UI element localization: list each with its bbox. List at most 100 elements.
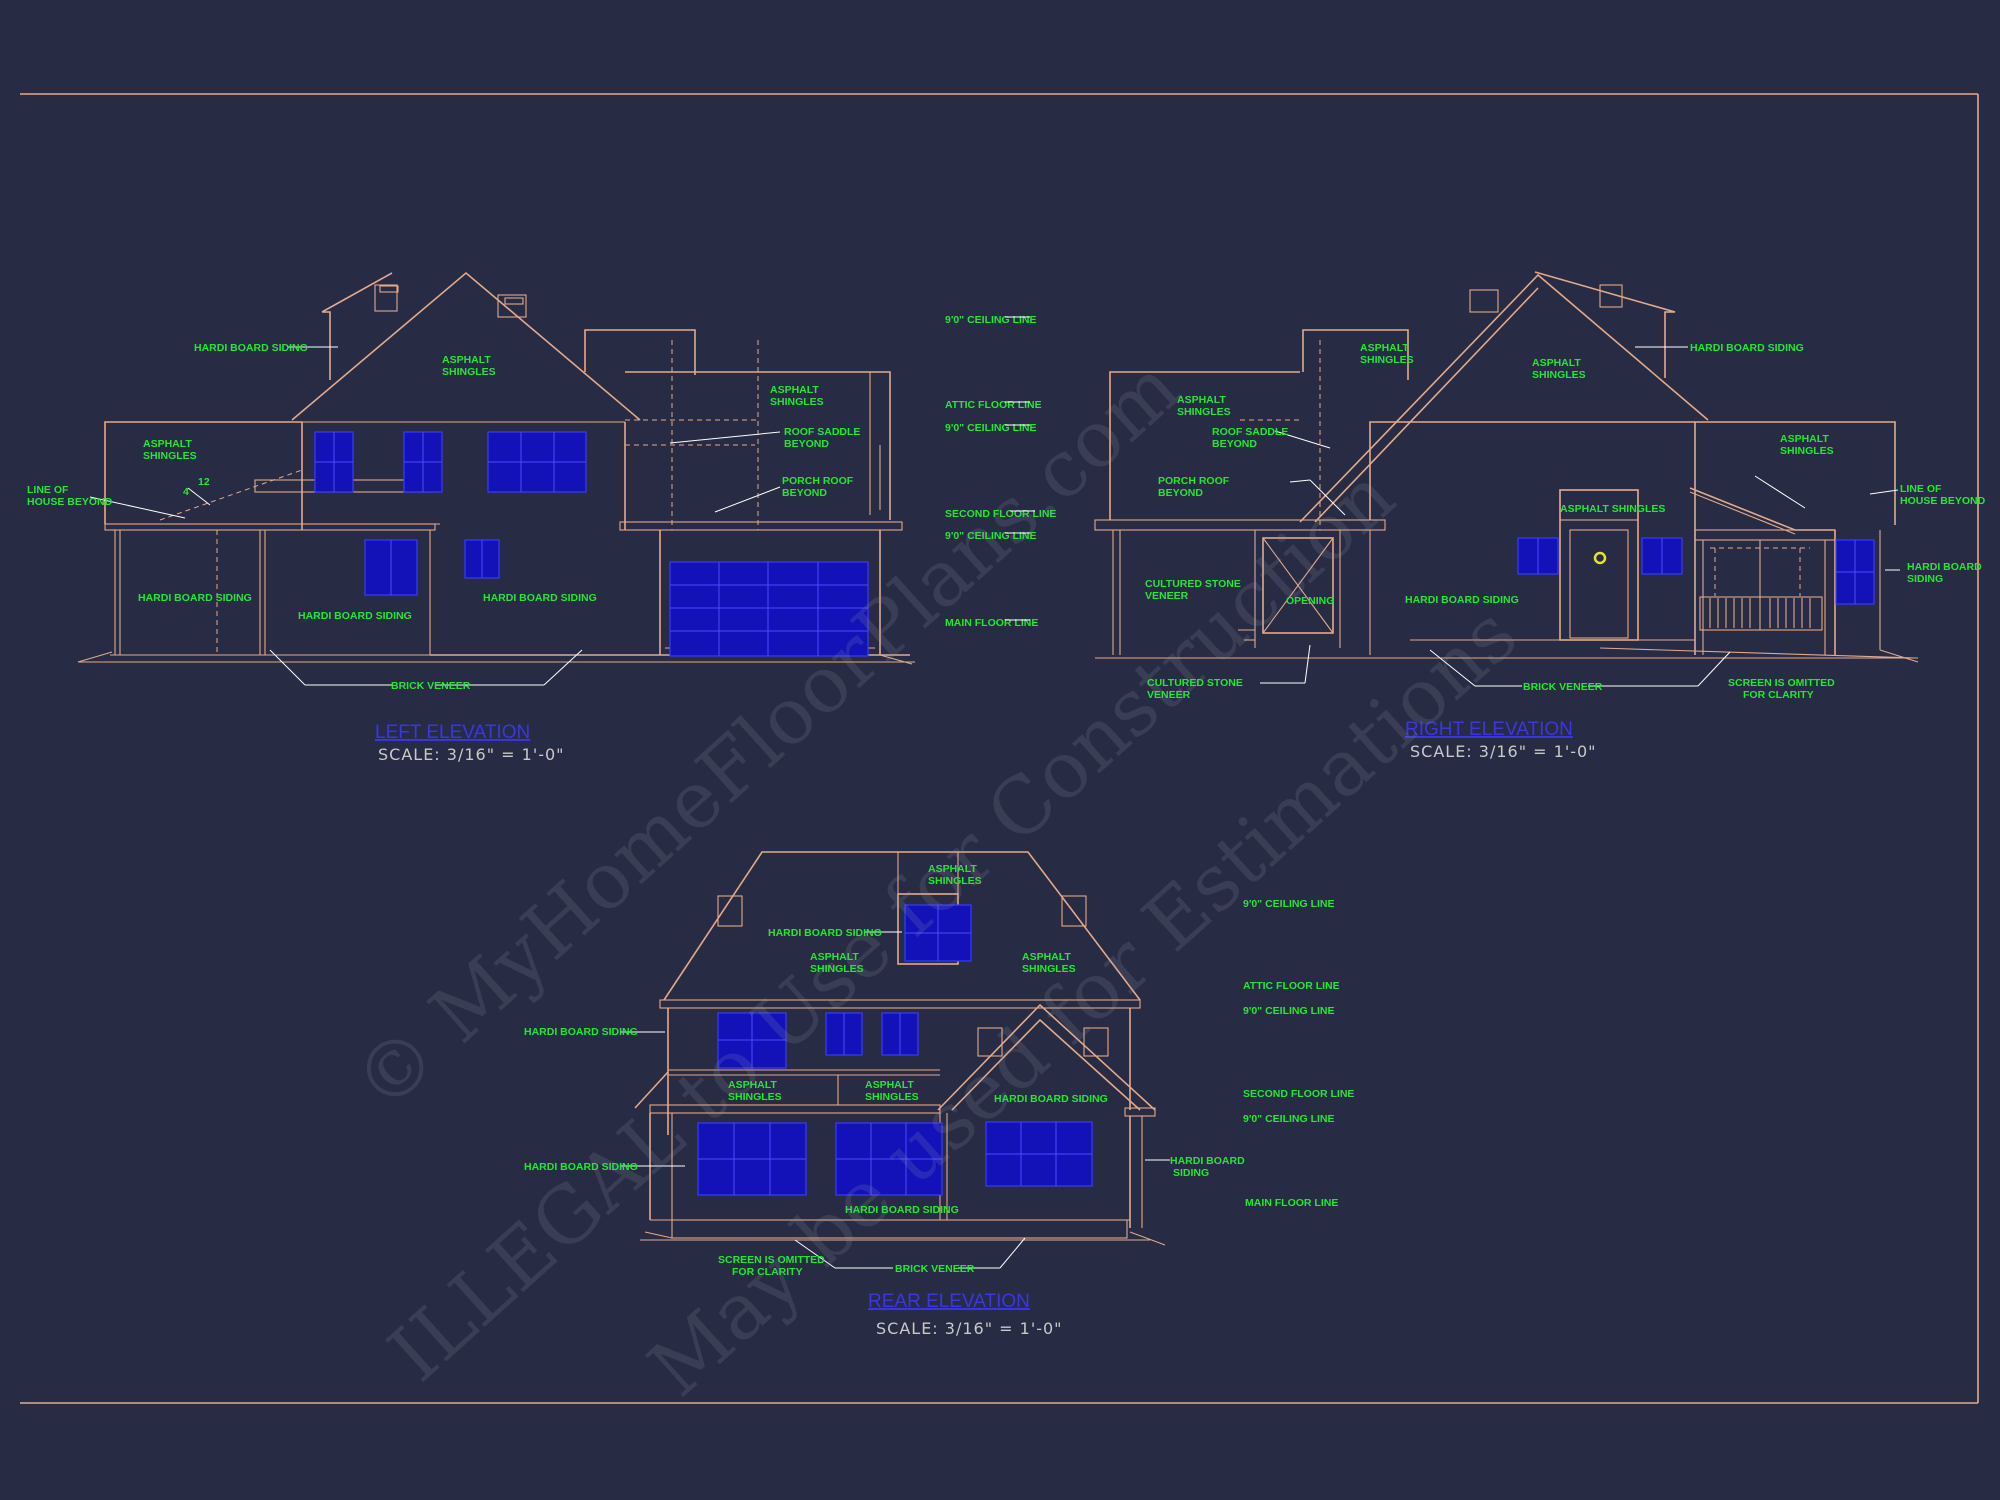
- level-lines-upper: 9'0" CEILING LINE ATTIC FLOOR LINE 9'0" …: [945, 314, 1056, 629]
- label-attic-floor-line: ATTIC FLOOR LINE: [945, 399, 1042, 411]
- label-asphalt: ASPHALT: [770, 384, 819, 396]
- right-elevation-leaders: [1260, 346, 1900, 687]
- label-brick-veneer: BRICK VENEER: [391, 680, 471, 692]
- label-shingles: SHINGLES: [1532, 369, 1586, 381]
- window: [904, 904, 972, 962]
- label-ceiling-line: 9'0" CEILING LINE: [945, 314, 1037, 326]
- left-elevation-scale: SCALE: 3/16" = 1'-0": [378, 745, 565, 764]
- label-for-clarity: FOR CLARITY: [1743, 689, 1814, 701]
- label-asphalt: ASPHALT: [442, 354, 491, 366]
- label-ceiling-line: 9'0" CEILING LINE: [1243, 898, 1335, 910]
- label-shingles: SHINGLES: [1360, 354, 1414, 366]
- label-porch-roof: PORCH ROOF: [782, 475, 854, 487]
- label-cultured-stone: CULTURED STONE: [1145, 578, 1241, 590]
- label-hardi-board-siding: HARDI BOARD SIDING: [483, 592, 597, 604]
- porch-railing: [1709, 598, 1811, 628]
- label-line-of: LINE OF: [1900, 483, 1942, 495]
- right-elevation-windows: [1517, 537, 1875, 605]
- label-pitch-rise: 4: [183, 486, 189, 498]
- label-porch-roof: PORCH ROOF: [1158, 475, 1230, 487]
- rear-elevation-scale: SCALE: 3/16" = 1'-0": [876, 1319, 1063, 1338]
- label-asphalt: ASPHALT: [728, 1079, 777, 1091]
- label-house-beyond: HOUSE BEYOND: [27, 496, 113, 508]
- label-veneer: VENEER: [1147, 689, 1191, 701]
- label-hardi-board-siding: HARDI BOARD SIDING: [994, 1093, 1108, 1105]
- rear-elevation-leaders: [620, 931, 1170, 1269]
- right-elevation-drawing: [1094, 271, 1919, 663]
- label-asphalt: ASPHALT: [810, 951, 859, 963]
- label-beyond: BEYOND: [1158, 487, 1203, 499]
- label-hardi-board-siding: HARDI BOARD SIDING: [1405, 594, 1519, 606]
- left-elevation-title: LEFT ELEVATION: [375, 722, 530, 743]
- window: [697, 1122, 807, 1196]
- label-asphalt: ASPHALT: [1360, 342, 1409, 354]
- rear-elevation-annotations: ASPHALT SHINGLES HARDI BOARD SIDING ASPH…: [524, 863, 1245, 1278]
- label-hardi-board-siding: HARDI BOARD SIDING: [1690, 342, 1804, 354]
- label-hardi-board-siding: HARDI BOARD SIDING: [768, 927, 882, 939]
- label-for-clarity: FOR CLARITY: [732, 1266, 803, 1278]
- rear-elevation-drawing: [634, 851, 1166, 1246]
- label-line-of: LINE OF: [27, 484, 69, 496]
- label-asphalt: ASPHALT: [143, 438, 192, 450]
- label-shingles: SHINGLES: [810, 963, 864, 975]
- label-hardi-board: HARDI BOARD: [1907, 561, 1982, 573]
- label-shingles: SHINGLES: [442, 366, 496, 378]
- window: [403, 431, 443, 493]
- window: [881, 1012, 919, 1056]
- label-siding: SIDING: [1173, 1167, 1209, 1179]
- label-second-floor-line: SECOND FLOOR LINE: [1243, 1088, 1354, 1100]
- label-hardi-board-siding: HARDI BOARD SIDING: [298, 610, 412, 622]
- label-beyond: BEYOND: [784, 438, 829, 450]
- label-asphalt: ASPHALT: [1780, 433, 1829, 445]
- label-beyond: BEYOND: [1212, 438, 1257, 450]
- label-cultured-stone: CULTURED STONE: [1147, 677, 1243, 689]
- label-asphalt: ASPHALT: [1532, 357, 1581, 369]
- label-attic-floor-line: ATTIC FLOOR LINE: [1243, 980, 1340, 992]
- label-asphalt: ASPHALT: [928, 863, 977, 875]
- window: [1641, 537, 1683, 575]
- label-hardi-board-siding: HARDI BOARD SIDING: [524, 1026, 638, 1038]
- window: [364, 539, 418, 596]
- label-asphalt: ASPHALT: [865, 1079, 914, 1091]
- label-ceiling-line: 9'0" CEILING LINE: [945, 422, 1037, 434]
- label-roof-saddle: ROOF SADDLE: [784, 426, 860, 438]
- window: [717, 1012, 787, 1069]
- label-screen-is-omitted: SCREEN IS OMITTED: [1728, 677, 1835, 689]
- window: [835, 1122, 943, 1196]
- window: [1835, 539, 1875, 605]
- label-opening: OPENING: [1286, 595, 1334, 607]
- level-lines-rear: 9'0" CEILING LINE ATTIC FLOOR LINE 9'0" …: [1243, 898, 1354, 1209]
- label-asphalt-shingles: ASPHALT SHINGLES: [1560, 503, 1665, 515]
- label-shingles: SHINGLES: [865, 1091, 919, 1103]
- label-hardi-board-siding: HARDI BOARD SIDING: [845, 1204, 959, 1216]
- label-brick-veneer: BRICK VENEER: [1523, 681, 1603, 693]
- right-elevation-scale: SCALE: 3/16" = 1'-0": [1410, 742, 1597, 761]
- label-roof-saddle: ROOF SADDLE: [1212, 426, 1288, 438]
- window: [1517, 537, 1559, 575]
- label-pitch-run: 12: [198, 476, 210, 488]
- label-house-beyond: HOUSE BEYOND: [1900, 495, 1986, 507]
- label-ceiling-line: 9'0" CEILING LINE: [1243, 1113, 1335, 1125]
- label-asphalt: ASPHALT: [1177, 394, 1226, 406]
- sheet-border: [20, 93, 1979, 1404]
- label-shingles: SHINGLES: [1780, 445, 1834, 457]
- label-asphalt: ASPHALT: [1022, 951, 1071, 963]
- left-elevation-leaders: [89, 346, 781, 686]
- window: [487, 431, 587, 493]
- label-hardi-board-siding: HARDI BOARD SIDING: [524, 1161, 638, 1173]
- rear-elevation-windows: [697, 904, 1093, 1196]
- window: [314, 431, 354, 493]
- rear-elevation-title: REAR ELEVATION: [868, 1291, 1030, 1312]
- label-screen-is-omitted: SCREEN IS OMITTED: [718, 1254, 825, 1266]
- label-shingles: SHINGLES: [728, 1091, 782, 1103]
- left-elevation-annotations: HARDI BOARD SIDING ASPHALT SHINGLES ASPH…: [27, 342, 860, 692]
- label-brick-veneer: BRICK VENEER: [895, 1263, 975, 1275]
- label-shingles: SHINGLES: [1177, 406, 1231, 418]
- window: [825, 1012, 863, 1056]
- label-main-floor-line: MAIN FLOOR LINE: [1245, 1197, 1338, 1209]
- label-beyond: BEYOND: [782, 487, 827, 499]
- left-elevation-windows: [314, 431, 869, 657]
- label-shingles: SHINGLES: [1022, 963, 1076, 975]
- watermark: © MyHomeFloorPlans.com ILLEGAL to Use fo…: [337, 342, 1534, 1414]
